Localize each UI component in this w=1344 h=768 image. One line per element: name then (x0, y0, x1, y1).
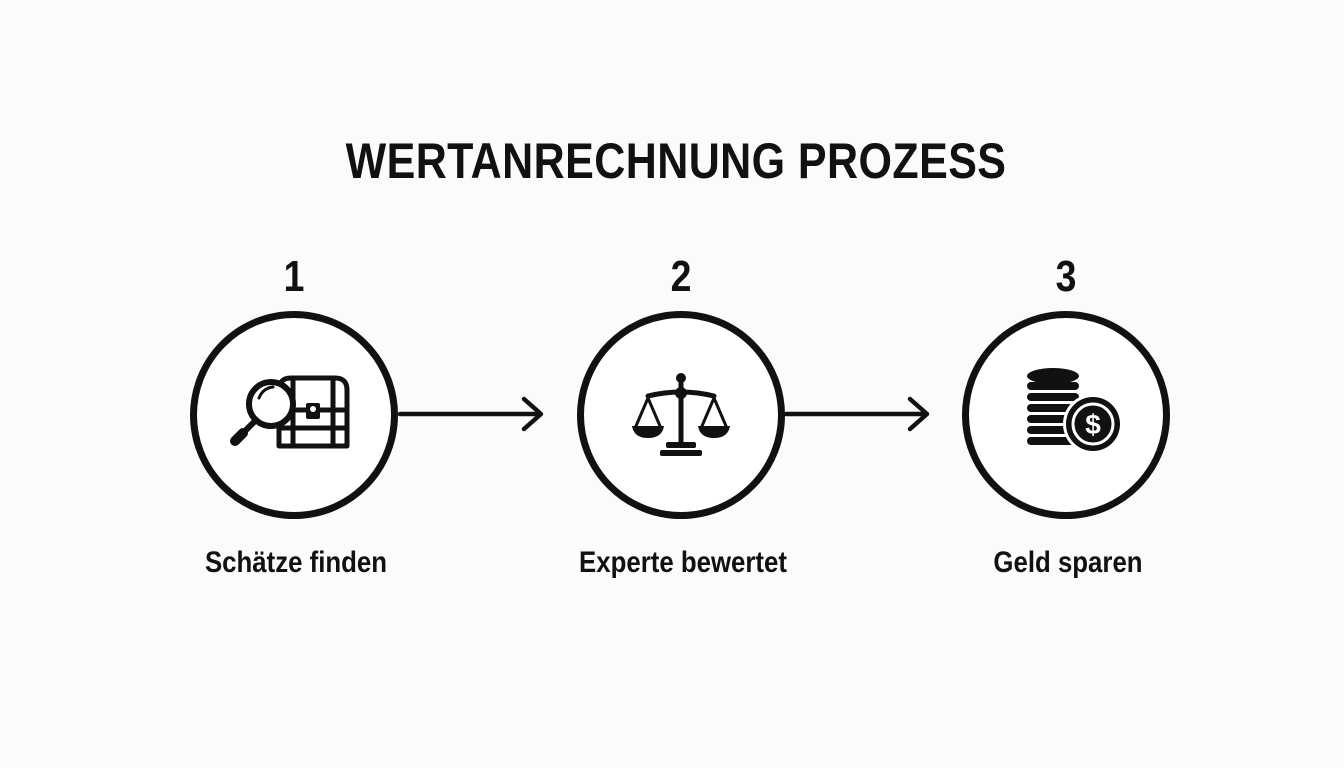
step-3-number: 3 (1055, 252, 1077, 301)
coins-dollar-icon: $ (1027, 368, 1123, 454)
diagram-title: WERTANRECHNUNG PROZESS (345, 133, 1007, 189)
step-2-number: 2 (670, 252, 692, 301)
treasure-chest-magnifier-icon (230, 375, 350, 449)
step-1-circle (190, 311, 398, 519)
step-2-circle (577, 311, 785, 519)
arrow-step2-to-step3 (783, 396, 930, 432)
balance-scale-icon (632, 373, 730, 456)
step-1-label: Schätze finden (204, 546, 388, 579)
step-3-label: Geld sparen (993, 546, 1143, 579)
svg-text:$: $ (1085, 409, 1101, 440)
step-1-number: 1 (283, 252, 305, 301)
step-3-circle: $ (962, 311, 1170, 519)
arrow-step1-to-step2 (397, 396, 544, 432)
step-2-label: Experte bewertet (579, 546, 787, 579)
